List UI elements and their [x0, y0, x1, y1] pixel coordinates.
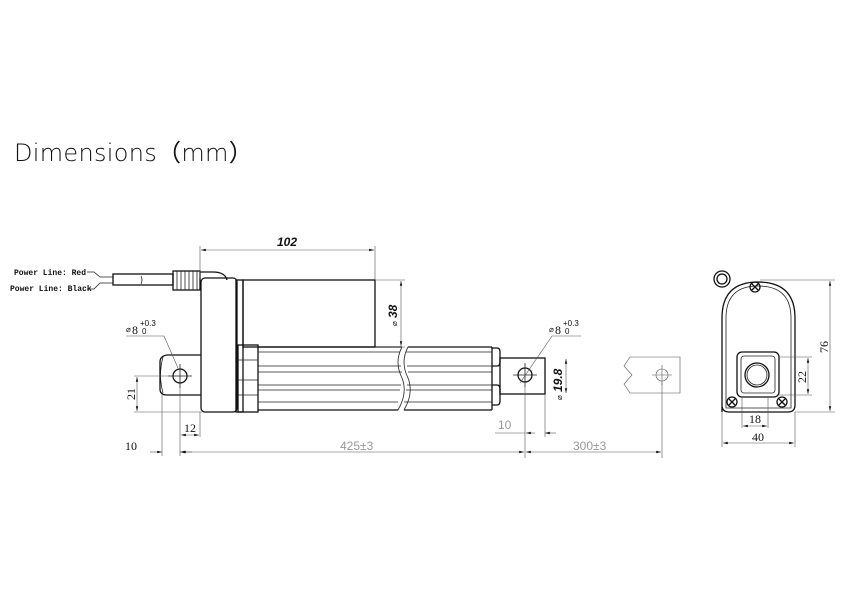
dim-retracted-length: 425±3 [340, 439, 374, 453]
dim-end-square: 22 [795, 371, 809, 383]
dim-end-width: 40 [752, 430, 764, 444]
screw [749, 281, 761, 293]
screw [776, 396, 788, 408]
dim-motor-length: 102 [277, 235, 297, 249]
dim-clevis-depth: 12 [184, 421, 196, 435]
svg-text:⌀: ⌀ [126, 325, 131, 334]
power-line-red-label: Power Line: Red [14, 269, 86, 278]
dim-rod-diameter: 19.8 [551, 368, 565, 392]
svg-text:⌀: ⌀ [555, 395, 564, 400]
rod-end [499, 357, 546, 395]
dim-front-offset: 10 [498, 418, 512, 432]
outer-tube [258, 346, 501, 411]
dim-front-hole-tol-upper: +0.3 [563, 319, 579, 328]
dim-motor-diameter: 38 [386, 304, 400, 318]
dim-rear-offset: 10 [125, 439, 137, 453]
gearbox-housing [200, 277, 238, 413]
dim-front-hole: 8 [555, 323, 561, 337]
rear-clevis [159, 354, 201, 396]
dim-rear-hole-tol-upper: +0.3 [140, 319, 156, 328]
svg-text:⌀: ⌀ [549, 325, 554, 334]
dim-end-inner-width: 18 [749, 412, 761, 426]
power-cable [87, 270, 228, 291]
motor-body [242, 279, 376, 348]
end-view [713, 270, 796, 413]
dim-front-hole-tol-lower: 0 [565, 327, 570, 336]
strain-relief-spring [172, 270, 201, 291]
dim-rear-hole: 8 [132, 323, 138, 337]
dim-end-height: 76 [817, 341, 831, 353]
dim-clevis-height: 21 [124, 388, 138, 400]
dim-rear-hole-tol-lower: 0 [142, 327, 147, 336]
extended-rod-end [623, 356, 681, 394]
dim-stroke: 300±3 [573, 439, 607, 453]
tube-collar [237, 344, 259, 413]
power-line-black-label: Power Line: Black [10, 285, 92, 294]
dim-102-ext [199, 246, 376, 280]
page-title: Dimensions（mm） [14, 139, 254, 167]
diameter-symbol: ⌀ [390, 321, 399, 326]
screw [726, 396, 738, 408]
